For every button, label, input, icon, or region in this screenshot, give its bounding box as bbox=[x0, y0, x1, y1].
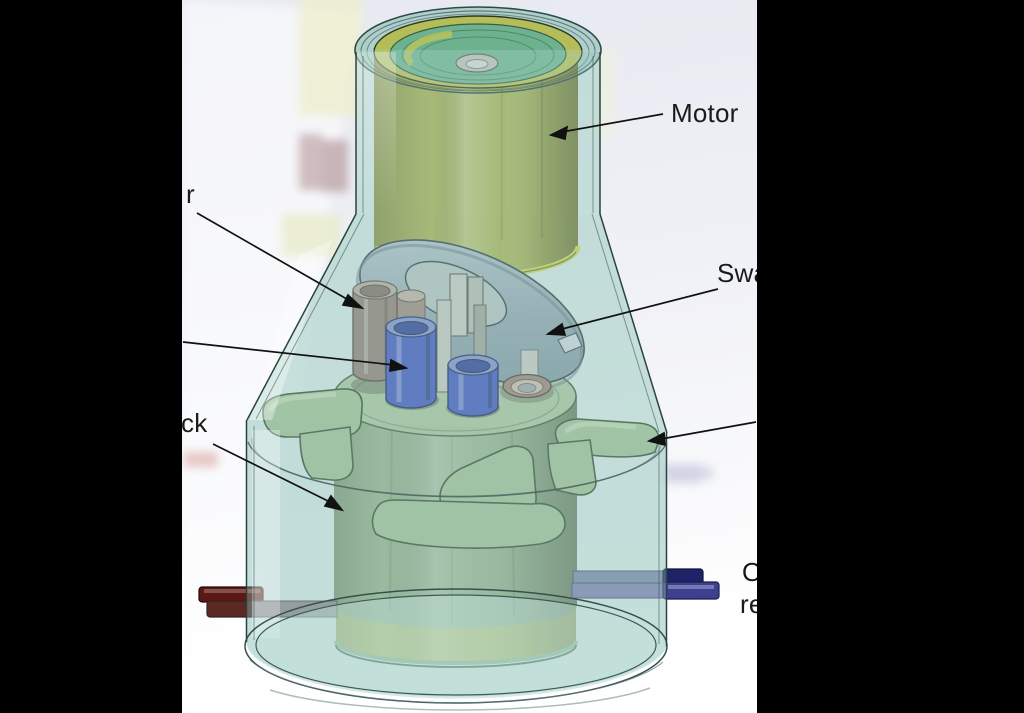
swash-plate-tab bbox=[557, 332, 583, 354]
motor-cylinder bbox=[354, 6, 602, 278]
housing-flange-edge bbox=[247, 441, 666, 498]
ghost-assembly bbox=[184, 0, 713, 483]
drive-shaft bbox=[436, 273, 487, 393]
leader-lines bbox=[182, 113, 757, 512]
pistons bbox=[352, 280, 552, 417]
label-fragment-block: ck bbox=[181, 408, 208, 438]
label-motor: Motor bbox=[671, 98, 739, 128]
label-fragment-r: r bbox=[186, 179, 195, 209]
left-black-panel bbox=[0, 0, 182, 713]
outlet-port-purple bbox=[662, 581, 720, 600]
housing-outlines bbox=[245, 52, 668, 646]
right-black-panel bbox=[757, 0, 1024, 713]
housing-front-glass bbox=[244, 50, 668, 711]
rotor-lobes bbox=[262, 388, 660, 549]
